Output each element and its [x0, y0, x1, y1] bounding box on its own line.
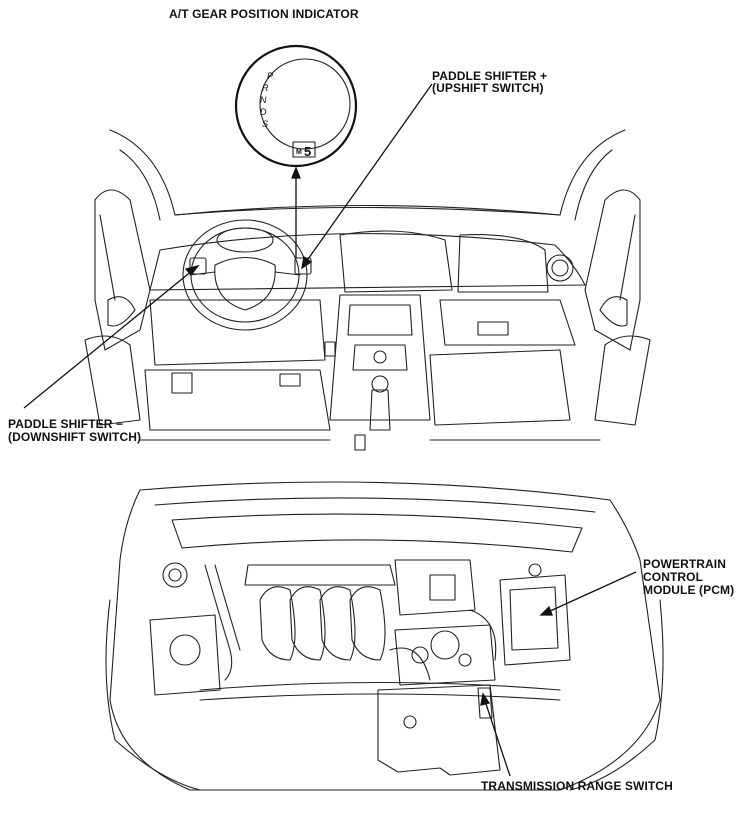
engine-bay-drawing: [105, 481, 664, 791]
indicator-label: A/T GEAR POSITION INDICATOR: [169, 7, 359, 21]
transmission-range-switch-label: TRANSMISSION RANGE SWITCH: [481, 779, 673, 793]
paddle-plus-label-line2: (UPSHIFT SWITCH): [432, 81, 544, 95]
paddle-minus-label-line2: (DOWNSHIFT SWITCH): [8, 430, 142, 444]
gear-letter-s: S: [262, 119, 268, 129]
gear-position-gauge: P R N D S M 5: [234, 44, 358, 168]
pcm-label-line1: POWERTRAIN: [643, 557, 726, 571]
interior-dashboard-drawing: [84, 129, 651, 451]
gear-letter-n: N: [260, 95, 267, 105]
pcm-label-line3: MODULE (PCM): [643, 583, 735, 597]
gear-mode-letter: M: [296, 149, 302, 156]
leader-lines: [23, 83, 637, 777]
pcm-label-line2: CONTROL: [643, 570, 704, 584]
gear-digit: 5: [304, 144, 311, 159]
gear-letter-d: D: [260, 107, 267, 117]
gear-letter-p: P: [267, 71, 273, 81]
paddle-plus-label-line1: PADDLE SHIFTER +: [432, 69, 548, 83]
gear-letter-r: R: [262, 83, 269, 93]
paddle-minus-label-line1: PADDLE SHIFTER −: [8, 417, 124, 431]
